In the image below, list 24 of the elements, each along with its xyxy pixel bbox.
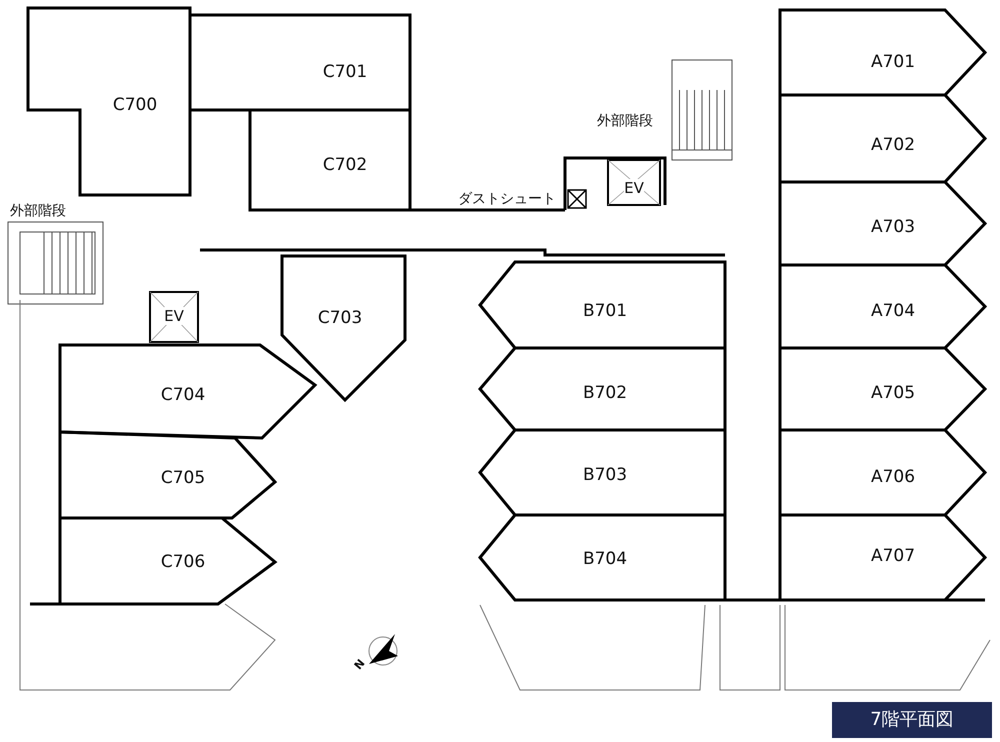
chute-label: ダストシュート xyxy=(458,190,556,208)
room-number: A706 xyxy=(870,467,916,487)
room-number: C703 xyxy=(318,308,362,328)
room-number: A707 xyxy=(870,546,916,566)
stair-label: 外部階段 xyxy=(10,202,66,220)
stair-label: 外部階段 xyxy=(597,112,653,130)
elevator-label: EV xyxy=(164,307,184,325)
room-number: C700 xyxy=(112,95,158,115)
room-number: B704 xyxy=(582,549,628,569)
room-number: A703 xyxy=(870,217,916,237)
room-number: A701 xyxy=(870,52,916,72)
floor-caption: 7階平面図 xyxy=(832,702,992,738)
room-number: C702 xyxy=(322,155,368,175)
room-number: A705 xyxy=(870,383,916,403)
room-number: A702 xyxy=(870,135,916,155)
room-number: C701 xyxy=(322,62,368,82)
room-number: A704 xyxy=(870,301,916,321)
room-number: C706 xyxy=(160,552,206,572)
room-number: B703 xyxy=(582,465,628,485)
room-number: C704 xyxy=(160,385,206,405)
room-number: B701 xyxy=(582,301,628,321)
room-number: C705 xyxy=(160,468,206,488)
north-letter: N xyxy=(352,656,368,672)
room-number: B702 xyxy=(582,383,628,403)
